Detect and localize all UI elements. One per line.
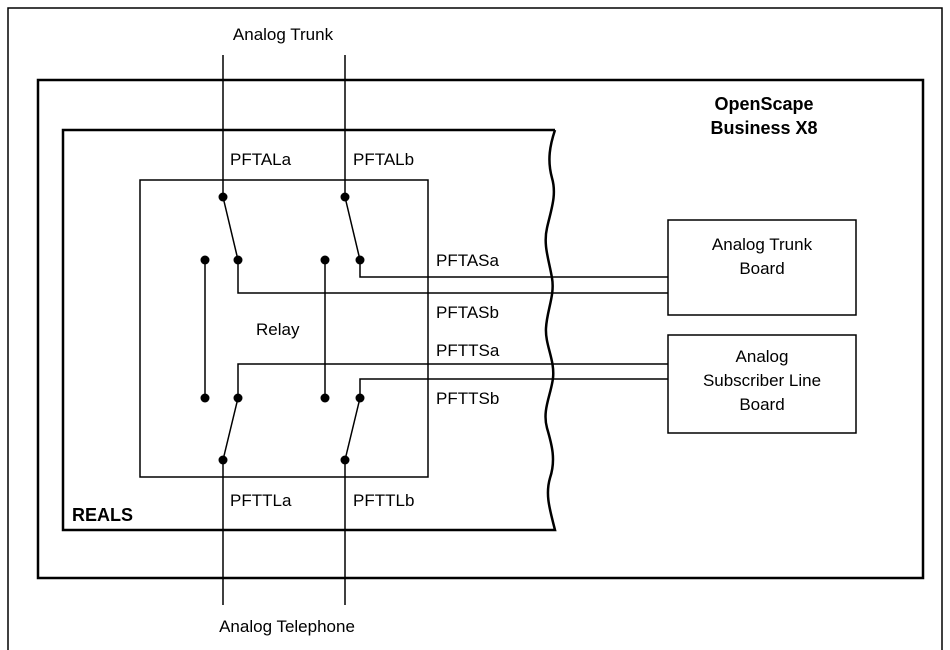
system-box bbox=[36, 78, 925, 580]
switch-blade-top-b bbox=[344, 196, 361, 261]
pfttsb-label: PFTTSb bbox=[436, 389, 499, 408]
contact-dots bbox=[200, 192, 365, 465]
pftasb-label: PFTASb bbox=[436, 303, 499, 322]
subscriber-board-line1: Analog bbox=[736, 347, 789, 366]
subscriber-board-line3: Board bbox=[739, 395, 784, 414]
pfttla-label: PFTTLa bbox=[230, 491, 292, 510]
contact-dot bbox=[340, 455, 350, 465]
pftalb-label: PFTALb bbox=[353, 150, 414, 169]
reals-label: REALS bbox=[72, 505, 133, 525]
contact-dot bbox=[200, 255, 210, 265]
contact-dot bbox=[200, 393, 210, 403]
pfttsa-label: PFTTSa bbox=[436, 341, 500, 360]
relay-box bbox=[139, 179, 429, 478]
system-title-line2: Business X8 bbox=[710, 118, 817, 138]
contact-dot bbox=[233, 255, 243, 265]
switch-blade-bottom-a bbox=[222, 397, 239, 461]
wire-pfttsb bbox=[359, 378, 668, 398]
wire-pfttsa bbox=[237, 363, 668, 398]
contact-dot bbox=[218, 455, 228, 465]
figure-frame bbox=[7, 7, 943, 650]
contact-dot bbox=[355, 393, 365, 403]
pfttlb-label: PFTTLb bbox=[353, 491, 414, 510]
switch-blade-top-a bbox=[222, 196, 239, 261]
relay-label: Relay bbox=[256, 320, 300, 339]
wire-pftasa bbox=[359, 260, 668, 278]
trunk-board-line1: Analog Trunk bbox=[712, 235, 813, 254]
pftasa-label: PFTASa bbox=[436, 251, 500, 270]
switch-blade-bottom-b bbox=[344, 397, 361, 461]
analog-trunk-label: Analog Trunk bbox=[233, 25, 334, 44]
pftala-label: PFTALa bbox=[230, 150, 292, 169]
wire-pftasb bbox=[237, 260, 668, 294]
trunk-board-line2: Board bbox=[739, 259, 784, 278]
reals-module-box bbox=[61, 128, 557, 532]
contact-dot bbox=[320, 255, 330, 265]
analog-telephone-label: Analog Telephone bbox=[219, 617, 355, 636]
subscriber-board-line2: Subscriber Line bbox=[703, 371, 821, 390]
contact-dot bbox=[355, 255, 365, 265]
contact-dot bbox=[218, 192, 228, 202]
analog-trunk-board-box bbox=[667, 219, 857, 316]
contact-dot bbox=[340, 192, 350, 202]
analog-subscriber-line-board-box bbox=[667, 334, 857, 434]
system-title-line1: OpenScape bbox=[714, 94, 813, 114]
contact-dot bbox=[320, 393, 330, 403]
contact-dot bbox=[233, 393, 243, 403]
